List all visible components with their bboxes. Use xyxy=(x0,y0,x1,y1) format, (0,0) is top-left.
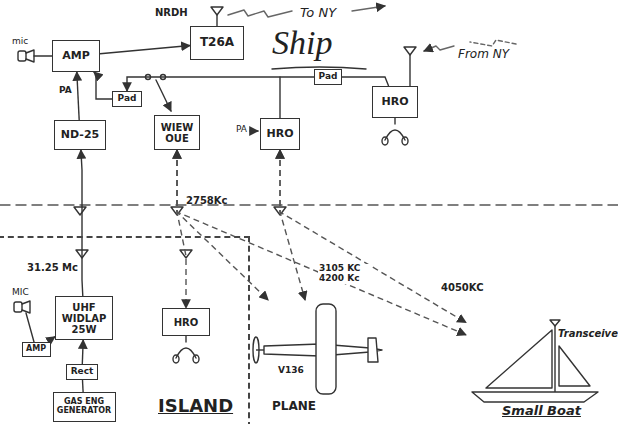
transmitter-box: NRDHT26A xyxy=(190,26,244,60)
source-label: From NY xyxy=(458,48,509,61)
radio-path xyxy=(228,6,516,51)
ship-divider xyxy=(0,204,618,205)
boat-figure xyxy=(559,346,590,386)
edge-label: PA xyxy=(58,86,73,96)
antenna-symbol xyxy=(74,207,86,215)
node-caption: NRDH xyxy=(155,7,188,18)
boat-figure xyxy=(554,326,555,392)
signal-wire xyxy=(94,72,112,99)
node-text: HRO xyxy=(266,128,293,140)
frequency-label: 2758Kc xyxy=(186,195,228,206)
mic-symbol xyxy=(14,50,52,342)
transmitter-box: WIEWOUE xyxy=(154,115,200,150)
node-caption: ISLAND xyxy=(158,396,233,416)
radio-path xyxy=(352,6,385,11)
receiver-box: HRO xyxy=(260,118,300,150)
node-text: HRO xyxy=(174,317,199,328)
title-label: Ship xyxy=(272,24,332,61)
node-text: Pad xyxy=(118,94,137,104)
signal-wire xyxy=(81,150,83,296)
radio-link xyxy=(280,150,466,323)
signal-wire xyxy=(82,380,84,392)
signal-wire xyxy=(127,77,314,91)
node-text: AMP xyxy=(26,345,46,354)
signal-label: PA xyxy=(236,125,247,135)
node-text: ND-25 xyxy=(61,129,99,141)
tap-wire xyxy=(279,77,280,118)
edge-label: 31.25 Mc xyxy=(26,262,79,273)
plane-figure xyxy=(256,349,264,350)
signal-wire xyxy=(82,340,84,364)
headphones-symbol xyxy=(382,137,388,145)
mic-label: MIC xyxy=(12,288,29,298)
node-text: Rect xyxy=(71,367,94,377)
pad-box: Pad xyxy=(112,91,142,107)
edge-label: 3105 KC 4200 Kc xyxy=(318,264,372,284)
signal-wire xyxy=(342,77,389,86)
rectifier-box: Rect xyxy=(66,364,98,380)
boat-figure: TransceiveSmall Boat xyxy=(466,316,612,416)
plane-figure xyxy=(250,300,388,398)
boat-figure xyxy=(550,320,560,326)
node-text: AMP xyxy=(62,50,90,62)
mic-symbol xyxy=(34,55,52,56)
node-text: OUE xyxy=(165,133,188,144)
signal-wire xyxy=(77,72,79,120)
node-text: HRO xyxy=(381,96,408,108)
radio-path xyxy=(424,46,454,51)
radio-path xyxy=(470,40,516,46)
signal-wire xyxy=(100,46,190,54)
node-caption: Transceive xyxy=(558,328,618,339)
edge-label: 4050KC xyxy=(440,282,484,293)
mic-symbol xyxy=(26,50,34,62)
antenna-symbol xyxy=(74,7,416,258)
transmitter-box: ND-25 xyxy=(54,120,106,150)
node-text: T26A xyxy=(200,36,234,49)
node-text: UHF WIDLAP 25W xyxy=(58,302,110,335)
generator-box: GAS ENG GENERATOR xyxy=(53,392,116,422)
transmitter-box: UHF WIDLAP 25W xyxy=(55,296,113,340)
mic-symbol xyxy=(22,301,30,313)
receiver-box: HRO xyxy=(162,308,210,336)
amplifier-box: AMP xyxy=(52,40,100,72)
amplifier-box: AMP xyxy=(22,342,51,357)
plane-figure: V136PLANE xyxy=(250,300,388,398)
node-caption: Small Boat xyxy=(502,404,581,418)
mic-symbol xyxy=(26,313,34,342)
node-text: Pad xyxy=(319,72,338,82)
receiver-box: HRO xyxy=(372,86,418,118)
destination-label: To NY xyxy=(300,6,336,20)
boat-figure xyxy=(486,330,552,388)
antenna-symbol xyxy=(211,7,223,15)
node-text: GAS ENG GENERATOR xyxy=(56,398,113,416)
antenna-symbol xyxy=(404,47,416,55)
node-caption: PLANE xyxy=(272,400,316,413)
headphones-symbol xyxy=(402,137,408,145)
switch-symbol xyxy=(146,75,172,112)
plane-figure xyxy=(368,338,378,362)
mic-symbol xyxy=(14,302,22,312)
tap-wire xyxy=(250,130,258,131)
headphones-symbol xyxy=(193,355,199,363)
mic-symbol xyxy=(18,51,26,61)
boat-figure xyxy=(472,392,598,402)
pad-box: Pad xyxy=(314,69,342,85)
node-caption: V136 xyxy=(278,366,304,376)
antenna-symbol xyxy=(409,55,410,86)
plane-figure xyxy=(316,304,336,394)
radio-path xyxy=(228,10,292,17)
switch-symbol xyxy=(156,80,171,111)
headphones-symbol xyxy=(185,336,186,342)
node-text: WIEW xyxy=(161,122,194,133)
headphones-symbol xyxy=(173,355,179,363)
radio-link xyxy=(280,150,305,300)
radio-link xyxy=(177,150,186,308)
radio-link xyxy=(177,150,268,300)
mic-label: mic xyxy=(12,37,28,47)
antenna-symbol xyxy=(216,15,217,26)
headphones-symbol xyxy=(394,118,395,124)
